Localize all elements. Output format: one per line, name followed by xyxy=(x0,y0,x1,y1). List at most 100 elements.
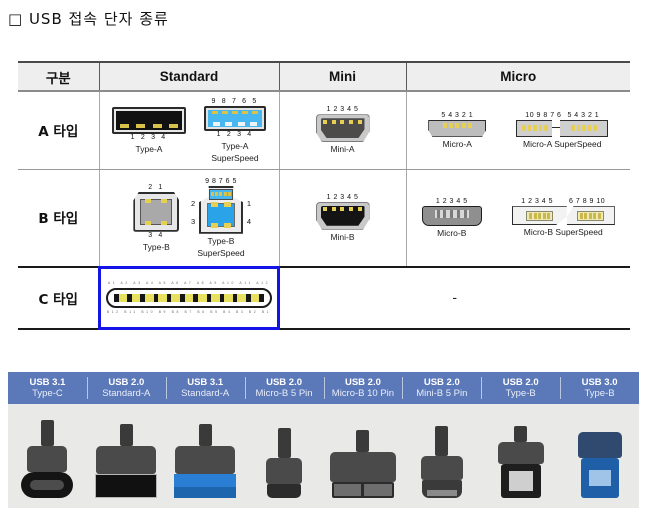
connector-mini-b: 1 2 3 4 5 Mini-B xyxy=(315,193,370,242)
photo-connector-micro-b-5pin xyxy=(245,404,324,508)
photo-type-6: Type-B xyxy=(505,388,536,399)
type-b-ss-caption-line1: Type-B xyxy=(207,235,235,246)
photo-label-type-b-20: USB 2.0 Type-B xyxy=(481,372,560,404)
cell-c-standard-highlighted[interactable]: A1 A2 A3 A4 A5 A6 A7 A8 A9 A10 A11 A12 B… xyxy=(98,266,280,330)
connector-micro-a: 5 4 3 2 1 Micro-A xyxy=(428,111,487,149)
type-a-ss-pin-numbers-bottom: 1 2 3 4 xyxy=(216,130,254,138)
table-row-type-a: A 타입 1 2 3 4 Type-A xyxy=(18,91,630,170)
mini-a-plug-icon xyxy=(315,114,370,143)
connector-micro-b-superspeed: 1 2 3 4 5 6 7 8 9 10 Micro-B SuperSpeed xyxy=(511,198,615,238)
photo-type-5: Mini-B 5 Pin xyxy=(416,388,468,399)
type-c-pin-labels-bottom: B12 B11 B10 B9 B8 B7 B6 B5 B4 B3 B2 B1 xyxy=(106,310,272,314)
micro-a-ss-pins-right: 5 4 3 2 1 xyxy=(567,111,600,119)
cell-a-standard: 1 2 3 4 Type-A 9 8 7 6 5 xyxy=(98,91,279,170)
column-header-standard: Standard xyxy=(98,61,279,92)
connector-photo-panel: USB 3.1 Type-C USB 2.0 Standard-A USB 3.… xyxy=(8,372,639,508)
connector-mini-a: 1 2 3 4 5 Mini-A xyxy=(315,106,370,155)
photo-connector-standard-a-20 xyxy=(87,404,166,508)
usb-types-table: 구분 Standard Mini Micro A 타입 xyxy=(18,61,630,330)
type-c-pin-labels-top: A1 A2 A3 A4 A5 A6 A7 A8 A9 A10 A11 A12 xyxy=(107,281,271,286)
type-b-plug-icon xyxy=(133,191,180,232)
photo-version-5: USB 2.0 xyxy=(423,377,460,388)
connector-type-c: A1 A2 A3 A4 A5 A6 A7 A8 A9 A10 A11 A12 B… xyxy=(106,281,272,314)
micro-a-ss-caption: Micro-A SuperSpeed xyxy=(523,138,602,149)
photo-version-0: USB 3.1 xyxy=(29,377,66,388)
standard-a-photo-icon xyxy=(95,474,158,498)
photo-type-7: Type-B xyxy=(584,388,615,399)
column-header-category: 구분 xyxy=(18,61,99,92)
micro-b-ss-caption: Micro-B SuperSpeed xyxy=(523,227,603,238)
type-a-ss-caption-line1: Type-A xyxy=(221,140,249,151)
photo-connector-type-b-20 xyxy=(481,404,560,508)
photo-type-3: Micro-B 5 Pin xyxy=(255,388,313,399)
mini-b-plug-icon xyxy=(315,201,370,230)
mini-a-pin-numbers: 1 2 3 4 5 xyxy=(326,106,359,114)
micro-a-superspeed-plug-icon xyxy=(516,119,609,137)
cell-b-mini: 1 2 3 4 5 Mini-B xyxy=(278,169,406,268)
photo-connector-mini-b-5pin xyxy=(402,404,481,508)
photo-version-3: USB 2.0 xyxy=(266,377,303,388)
photo-version-7: USB 3.0 xyxy=(581,377,618,388)
micro-b-ss-pins-right: 6 7 8 9 10 xyxy=(569,198,606,206)
photo-type-0: Type-C xyxy=(32,388,63,399)
micro-a-caption: Micro-A xyxy=(442,138,472,149)
photo-connector-type-c xyxy=(8,404,87,508)
photo-label-type-c: USB 3.1 Type-C xyxy=(8,372,87,404)
table-row-type-c: C 타입 A1 A2 A3 A4 A5 A6 A7 A8 A9 A10 A11 … xyxy=(18,266,630,330)
row-label-c-cell: C 타입 xyxy=(18,266,99,330)
photo-label-micro-b-10pin: USB 2.0 Micro-B 10 Pin xyxy=(323,372,403,404)
type-b-pin-numbers-top: 2 1 xyxy=(148,183,165,191)
type-b-ss-pin-2: 2 xyxy=(190,198,196,208)
photo-connector-micro-b-10pin xyxy=(324,404,403,508)
type-c-plug-icon xyxy=(106,288,272,308)
cell-a-mini: 1 2 3 4 5 Mini-A xyxy=(278,91,406,170)
photo-panel-header: USB 3.1 Type-C USB 2.0 Standard-A USB 3.… xyxy=(8,372,639,404)
micro-b-ss-pins-left: 1 2 3 4 5 xyxy=(521,198,554,206)
photo-panel-body xyxy=(8,404,639,508)
photo-label-mini-b-5pin: USB 2.0 Mini-B 5 Pin xyxy=(402,372,481,404)
photo-label-standard-a-20: USB 2.0 Standard-A xyxy=(86,372,166,404)
photo-version-2: USB 3.1 xyxy=(187,377,224,388)
mini-b-photo-icon xyxy=(421,480,462,498)
c-type-not-available-dash: - xyxy=(452,289,458,305)
connector-type-a-superspeed: 9 8 7 6 5 1 2 3 4 Type-A SuperSpeed xyxy=(204,98,266,163)
mini-b-pin-numbers: 1 2 3 4 5 xyxy=(326,193,359,201)
mini-a-caption: Mini-A xyxy=(330,144,355,155)
photo-connector-type-b-30 xyxy=(560,404,639,508)
connector-type-a: 1 2 3 4 Type-A xyxy=(112,106,186,154)
column-header-micro: Micro xyxy=(405,61,630,92)
cell-b-micro: 1 2 3 4 5 Micro-B 1 2 3 4 5 6 7 8 9 10 xyxy=(405,169,630,268)
type-b-ss-pin-4: 4 xyxy=(246,216,251,226)
type-b-caption: Type-B xyxy=(142,241,170,252)
photo-type-4: Micro-B 10 Pin xyxy=(331,388,395,399)
row-label-b-cell: B 타입 xyxy=(18,169,99,268)
type-a-ss-pin-numbers-top: 9 8 7 6 5 xyxy=(211,97,259,105)
type-b-superspeed-plug-icon xyxy=(198,185,243,234)
type-b-ss-pin-3: 3 xyxy=(190,216,196,226)
connector-type-b: 2 1 3 4 Type-B xyxy=(133,183,180,252)
type-b-ss-pin-1: 1 xyxy=(246,198,251,208)
table-header-row: 구분 Standard Mini Micro xyxy=(18,61,630,92)
photo-type-1: Standard-A xyxy=(102,388,151,399)
micro-a-pin-numbers: 5 4 3 2 1 xyxy=(441,111,474,119)
row-label-a: A 타입 xyxy=(38,123,79,140)
micro-b-plug-icon xyxy=(421,205,482,226)
type-c-photo-icon xyxy=(21,472,74,498)
type-a-plug-icon xyxy=(112,106,186,134)
micro-b-photo-icon xyxy=(267,484,302,498)
cell-b-standard: 2 1 3 4 Type-B 9 8 7 6 5 2 xyxy=(98,169,279,268)
type-b-photo-icon xyxy=(500,464,541,498)
photo-label-standard-a-31: USB 3.1 Standard-A xyxy=(165,372,245,404)
photo-type-2: Standard-A xyxy=(181,388,230,399)
connector-micro-a-superspeed: 10 9 8 7 6 5 4 3 2 1 Micro-A SuperSpeed xyxy=(516,111,609,149)
mini-b-caption: Mini-B xyxy=(330,231,355,242)
photo-version-1: USB 2.0 xyxy=(108,377,145,388)
connector-type-b-superspeed: 9 8 7 6 5 2 3 1 4 xyxy=(191,177,251,258)
photo-label-micro-b-5pin: USB 2.0 Micro-B 5 Pin xyxy=(244,372,324,404)
micro-b-caption: Micro-B xyxy=(437,227,467,238)
photo-label-type-b-30: USB 3.0 Type-B xyxy=(560,372,639,404)
type-b-ss-pin-numbers-top: 9 8 7 6 5 xyxy=(205,177,237,185)
micro-a-ss-pins-left: 10 9 8 7 6 xyxy=(525,111,562,119)
photo-version-6: USB 2.0 xyxy=(502,377,539,388)
